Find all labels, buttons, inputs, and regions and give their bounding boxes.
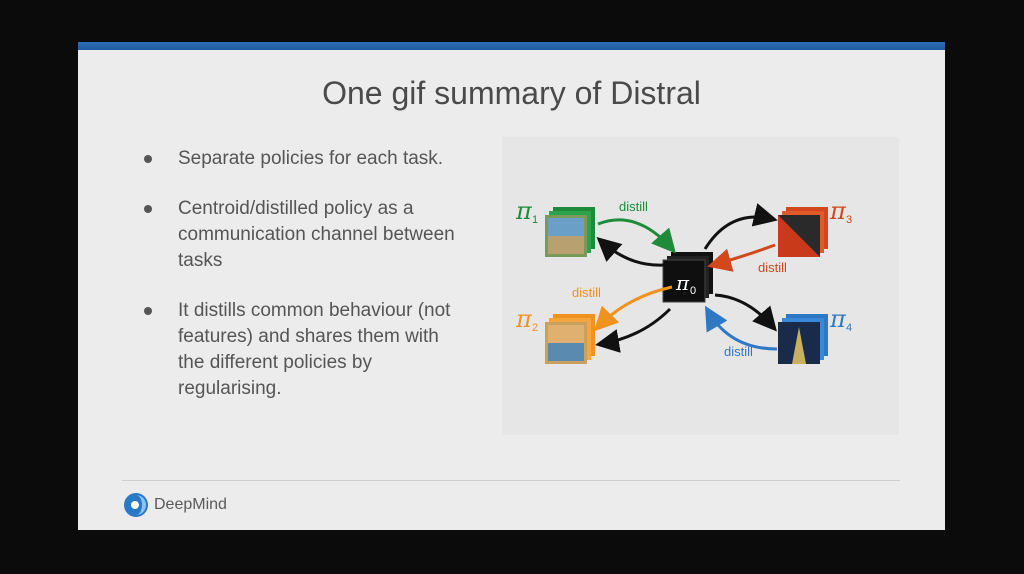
distill-arrow-4	[704, 305, 778, 351]
diagram-svg: π 1 π 2 π 3 π 4 π 0 distill distill dist…	[515, 197, 852, 364]
policy-3-subscript: 3	[846, 214, 852, 226]
slide-top-bar	[78, 42, 945, 50]
central-policy-symbol: π	[675, 271, 690, 295]
policy-arrow-2	[595, 307, 672, 353]
bullet-dot-icon	[144, 155, 152, 163]
bullet-text: Separate policies for each task.	[178, 148, 444, 169]
distral-diagram: π 1 π 2 π 3 π 4 π 0 distill distill dist…	[502, 137, 899, 435]
policy-1-symbol: π	[515, 197, 533, 225]
slide-title: One gif summary of Distral	[322, 75, 701, 111]
bullet-dot-icon	[144, 205, 152, 213]
policy-3-symbol: π	[829, 197, 847, 225]
central-policy-subscript: 0	[690, 285, 696, 297]
distill-arrow-2	[593, 285, 673, 332]
policy-2-symbol: π	[515, 305, 533, 333]
bullet-item: Separate policies for each task.	[142, 146, 462, 172]
policy-1-subscript: 1	[532, 214, 538, 226]
distill-label-2: distill	[572, 285, 601, 300]
slide: One gif summary of Distral Separate poli…	[78, 42, 945, 530]
bullet-dot-icon	[144, 307, 152, 315]
policy-4-frames	[778, 314, 828, 364]
distill-label-3: distill	[758, 260, 787, 275]
central-policy-frames	[662, 252, 713, 303]
distill-arrow-3	[707, 243, 776, 272]
policy-2-subscript: 2	[532, 322, 538, 334]
policy-arrow-4	[714, 293, 777, 332]
policy-arrow-1	[596, 236, 665, 267]
bullet-text: It distills common behaviour (not featur…	[178, 300, 451, 399]
bullet-list: Separate policies for each task. Centroi…	[142, 146, 462, 426]
policy-1-frames	[545, 207, 595, 257]
distill-arrow-1	[597, 218, 676, 254]
distill-label-1: distill	[619, 199, 648, 214]
policy-arrow-3	[703, 203, 778, 250]
footer-divider	[122, 480, 900, 481]
bullet-item: Centroid/distilled policy as a communica…	[142, 196, 462, 274]
distill-label-4: distill	[724, 344, 753, 359]
deepmind-logo-icon	[124, 493, 148, 517]
bullet-text: Centroid/distilled policy as a communica…	[178, 198, 455, 271]
policy-2-frames	[545, 314, 595, 364]
policy-4-subscript: 4	[846, 322, 852, 334]
policy-4-symbol: π	[829, 305, 847, 333]
bullet-item: It distills common behaviour (not featur…	[142, 298, 462, 402]
brand-name: DeepMind	[154, 496, 227, 513]
policy-3-frames	[778, 207, 828, 257]
